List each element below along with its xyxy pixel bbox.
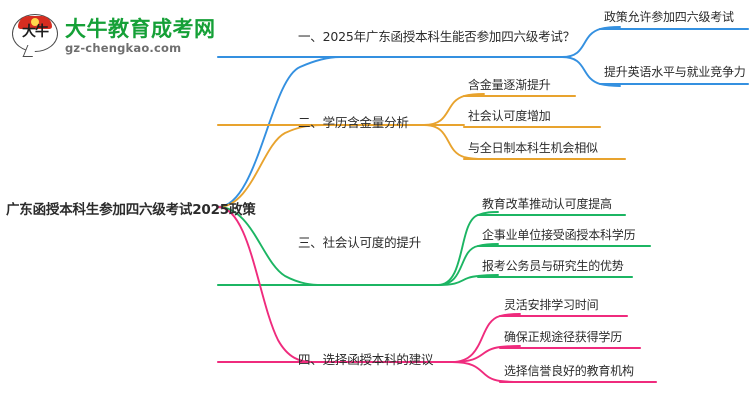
logo-mark-text: 大牛 [22,24,49,40]
mindmap-leaf-node-4-1[interactable]: 灵活安排学习时间 [504,298,599,312]
mindmap-branch-node-3[interactable]: 三、社会认可度的提升 [298,235,422,250]
connector-root-to-branch-4 [217,206,313,363]
connector-root-to-branch-1 [217,56,341,208]
mindmap-leaf-node-3-3[interactable]: 报考公务员与研究生的优势 [482,259,624,273]
mindmap-leaf-node-2-1[interactable]: 含金量逐渐提升 [468,78,551,92]
mindmap-branch-node-1[interactable]: 一、2025年广东函授本科生能否参加四六级考试？ [298,29,576,44]
mindmap-leaf-node-1-1[interactable]: 政策允许参加四六级考试 [604,10,734,24]
logo-subtitle: gz-chengkao.com [65,41,182,55]
connector-group-branch-3 [216,206,652,287]
mindmap-root-node[interactable]: 广东函授本科生参加四六级考试2025政策 [6,202,256,218]
connector-branch-3-to-leaf-1 [437,211,499,286]
connector-root-to-branch-2 [217,124,323,208]
mindmap-leaf-node-3-1[interactable]: 教育改革推动认可度提高 [482,197,612,211]
mindmap-leaf-node-3-2[interactable]: 企事业单位接受函授本科学历 [482,228,636,242]
connector-group-branch-4 [216,206,658,384]
mindmap-leaf-node-1-2[interactable]: 提升英语水平与就业竞争力 [604,65,746,79]
mindmap-leaf-node-2-2[interactable]: 社会认可度增加 [468,109,551,123]
logo-red-cap [18,16,52,29]
mindmap-leaf-node-4-3[interactable]: 选择信誉良好的教育机构 [504,364,634,378]
site-logo: 大牛 大牛教育成考网 gz-chengkao.com [12,10,242,62]
mindmap-branch-node-2[interactable]: 二、学历含金量分析 [298,115,409,130]
mindmap-leaf-node-2-3[interactable]: 与全日制本科生机会相似 [468,141,598,155]
mindmap-branch-node-4[interactable]: 四、选择函授本科的建议 [298,352,434,367]
connector-group-branch-2 [216,93,627,208]
logo-mark-icon: 大牛 [12,14,58,58]
connector-group-branch-1 [216,26,750,208]
logo-title: 大牛教育成考网 [65,17,216,41]
logo-text-block: 大牛教育成考网 gz-chengkao.com [65,17,216,55]
mindmap-leaf-node-4-2[interactable]: 确保正规途径获得学历 [504,330,623,344]
